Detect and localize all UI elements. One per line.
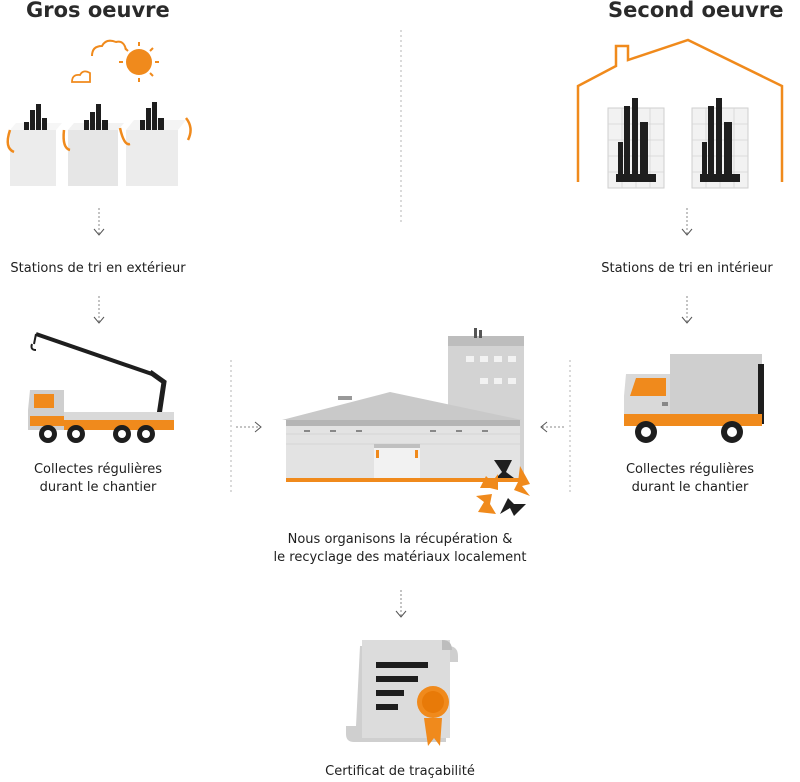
big-bag-3 xyxy=(118,102,192,186)
right-collection-label-line1: Collectes régulières xyxy=(625,462,754,477)
right-flow-connector xyxy=(540,360,571,494)
certificate-scroll-icon xyxy=(346,640,458,746)
cloud-icon xyxy=(91,39,127,57)
right-collection-label-line2: durant le chantier xyxy=(631,480,749,495)
down-arrow-icon xyxy=(395,590,407,618)
center-divider xyxy=(400,30,402,225)
wheel-icon xyxy=(67,425,85,443)
big-bag-1 xyxy=(6,104,62,186)
down-arrow-icon xyxy=(681,208,693,236)
recycling-facility-illustration xyxy=(282,328,524,482)
left-collection-label-line1: Collectes régulières xyxy=(33,462,162,477)
left-collection-label-line2: durant le chantier xyxy=(39,480,157,495)
wheel-icon xyxy=(113,425,131,443)
gros-oeuvre-title: Gros oeuvre xyxy=(26,0,170,22)
cage-1 xyxy=(607,98,665,189)
down-arrow-icon xyxy=(93,296,105,324)
center-label-line2: le recyclage des matériaux localement xyxy=(273,550,527,565)
wheel-icon xyxy=(635,421,657,443)
recycle-icon xyxy=(476,460,530,516)
outdoor-sorting-bags-illustration xyxy=(6,39,192,186)
outdoor-stations-label: Stations de tri en extérieur xyxy=(10,261,186,276)
seal-badge-icon xyxy=(417,686,449,746)
indoor-sorting-cages-illustration xyxy=(576,38,784,189)
down-arrow-icon xyxy=(93,208,105,236)
cage-2 xyxy=(691,98,749,189)
wheel-icon xyxy=(137,425,155,443)
big-bag-2 xyxy=(62,104,124,186)
crane-truck-illustration xyxy=(28,332,174,443)
wheel-icon xyxy=(721,421,743,443)
box-truck-illustration xyxy=(624,354,764,443)
center-label-line1: Nous organisons la récupération & xyxy=(287,532,513,547)
second-oeuvre-title: Second oeuvre xyxy=(608,0,784,22)
wheel-icon xyxy=(39,425,57,443)
indoor-stations-label: Stations de tri en intérieur xyxy=(601,261,773,276)
sun-icon xyxy=(119,42,159,82)
certificate-label: Certificat de traçabilité xyxy=(325,764,475,779)
left-flow-connector xyxy=(230,360,262,494)
down-arrow-icon xyxy=(681,296,693,324)
small-cloud-icon xyxy=(71,70,91,83)
